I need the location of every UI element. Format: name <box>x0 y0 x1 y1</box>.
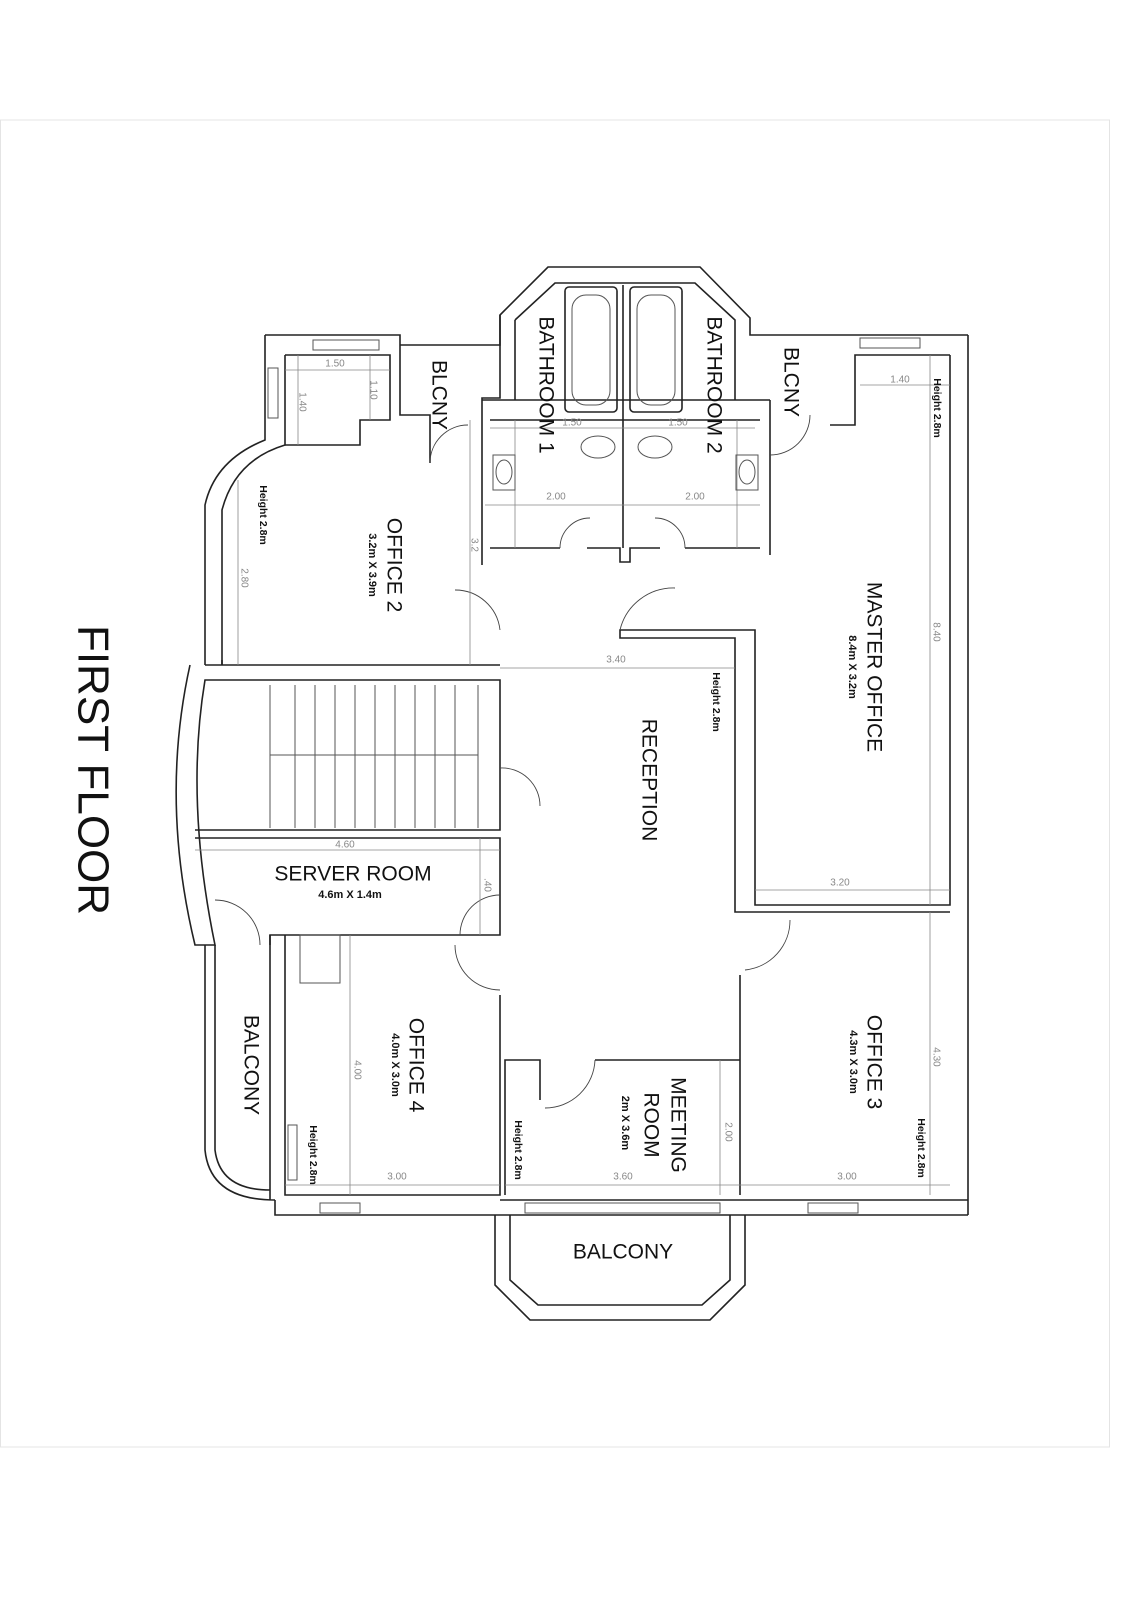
height-label: Height 2.8m <box>512 1120 524 1180</box>
dimension-value: 2.00 <box>546 492 566 503</box>
office-4-label: OFFICE 4 <box>404 1018 427 1113</box>
dimension-value: 1.10 <box>367 380 378 400</box>
server-room-size: 4.6m X 1.4m <box>318 889 382 901</box>
dimension-value: 4.60 <box>335 840 355 851</box>
dimension-value: 1.50 <box>325 359 345 370</box>
lower-walls <box>204 919 968 1321</box>
master-office-label: MASTER OFFICE <box>862 582 885 752</box>
office-3-label: OFFICE 3 <box>862 1015 885 1110</box>
meeting-room-label-line1: MEETING <box>666 1077 689 1173</box>
dimension-value: 4.00 <box>351 1060 362 1080</box>
balcony-bottom-label: BALCONY <box>573 1241 673 1264</box>
office-2-walls <box>204 334 500 666</box>
bathroom-1-label: BATHROOM 1 <box>534 316 557 453</box>
balcony-left-label: BALCONY <box>239 1015 262 1115</box>
dimension-value: 1.50 <box>668 418 688 429</box>
office-4-size: 4.0m X 3.0m <box>389 1033 401 1097</box>
master-office-walls <box>454 335 969 1215</box>
dimension-value: 2.00 <box>685 492 705 503</box>
office-2-label: OFFICE 2 <box>382 518 405 613</box>
dimension-values: 1.50 1.10 1.40 1.50 1.50 2.00 2.00 3.2 2.80 1.40 8… <box>238 359 941 1183</box>
dimension-lines <box>195 355 950 1195</box>
meeting-room-label-line2: ROOM <box>639 1092 662 1157</box>
bathrooms-walls <box>400 266 968 565</box>
dimension-value: 3.00 <box>837 1172 857 1183</box>
dimension-value: 3.2 <box>468 538 479 552</box>
reception-label: RECEPTION <box>637 719 660 842</box>
stairs-server-walls <box>175 664 541 991</box>
height-label: Height 2.8m <box>915 1118 927 1178</box>
office-3-size: 4.3m X 3.0m <box>847 1030 859 1094</box>
office-2-size: 3.2m X 3.9m <box>366 533 378 597</box>
meeting-room-size: 2m X 3.6m <box>619 1096 631 1151</box>
stair-treads <box>269 685 479 828</box>
height-label: Height 2.8m <box>710 672 722 732</box>
dimension-value: 3.00 <box>387 1172 407 1183</box>
master-office-size: 8.4m X 3.2m <box>846 635 858 699</box>
dimension-value: 8.40 <box>930 622 941 642</box>
dimension-value: 3.20 <box>830 878 850 889</box>
dimension-value: 1.40 <box>890 375 910 386</box>
height-label: Height 2.8m <box>257 485 269 545</box>
dimension-value: 3.40 <box>606 655 626 666</box>
page-border <box>0 119 1110 1448</box>
room-labels: FIRST FLOOR OFFICE 2 3.2m X 3.9m BLCNY B… <box>68 316 943 1263</box>
dimension-value: 4.30 <box>930 1047 941 1067</box>
dimension-value: 3.60 <box>613 1172 633 1183</box>
floor-title: FIRST FLOOR <box>68 625 117 915</box>
height-label: Height 2.8m <box>931 378 943 438</box>
dimension-value: .40 <box>481 878 492 892</box>
dimension-value: 1.40 <box>296 392 307 412</box>
bathroom-2-label: BATHROOM 2 <box>702 316 725 453</box>
server-room-label: SERVER ROOM <box>274 863 431 886</box>
blcny-left-label: BLCNY <box>427 360 450 430</box>
height-label: Height 2.8m <box>307 1125 319 1185</box>
dimension-value: 2.80 <box>238 568 249 588</box>
dimension-value: 1.50 <box>562 418 582 429</box>
blcny-right-label: BLCNY <box>779 347 802 417</box>
dimension-value: 2.00 <box>722 1122 733 1142</box>
